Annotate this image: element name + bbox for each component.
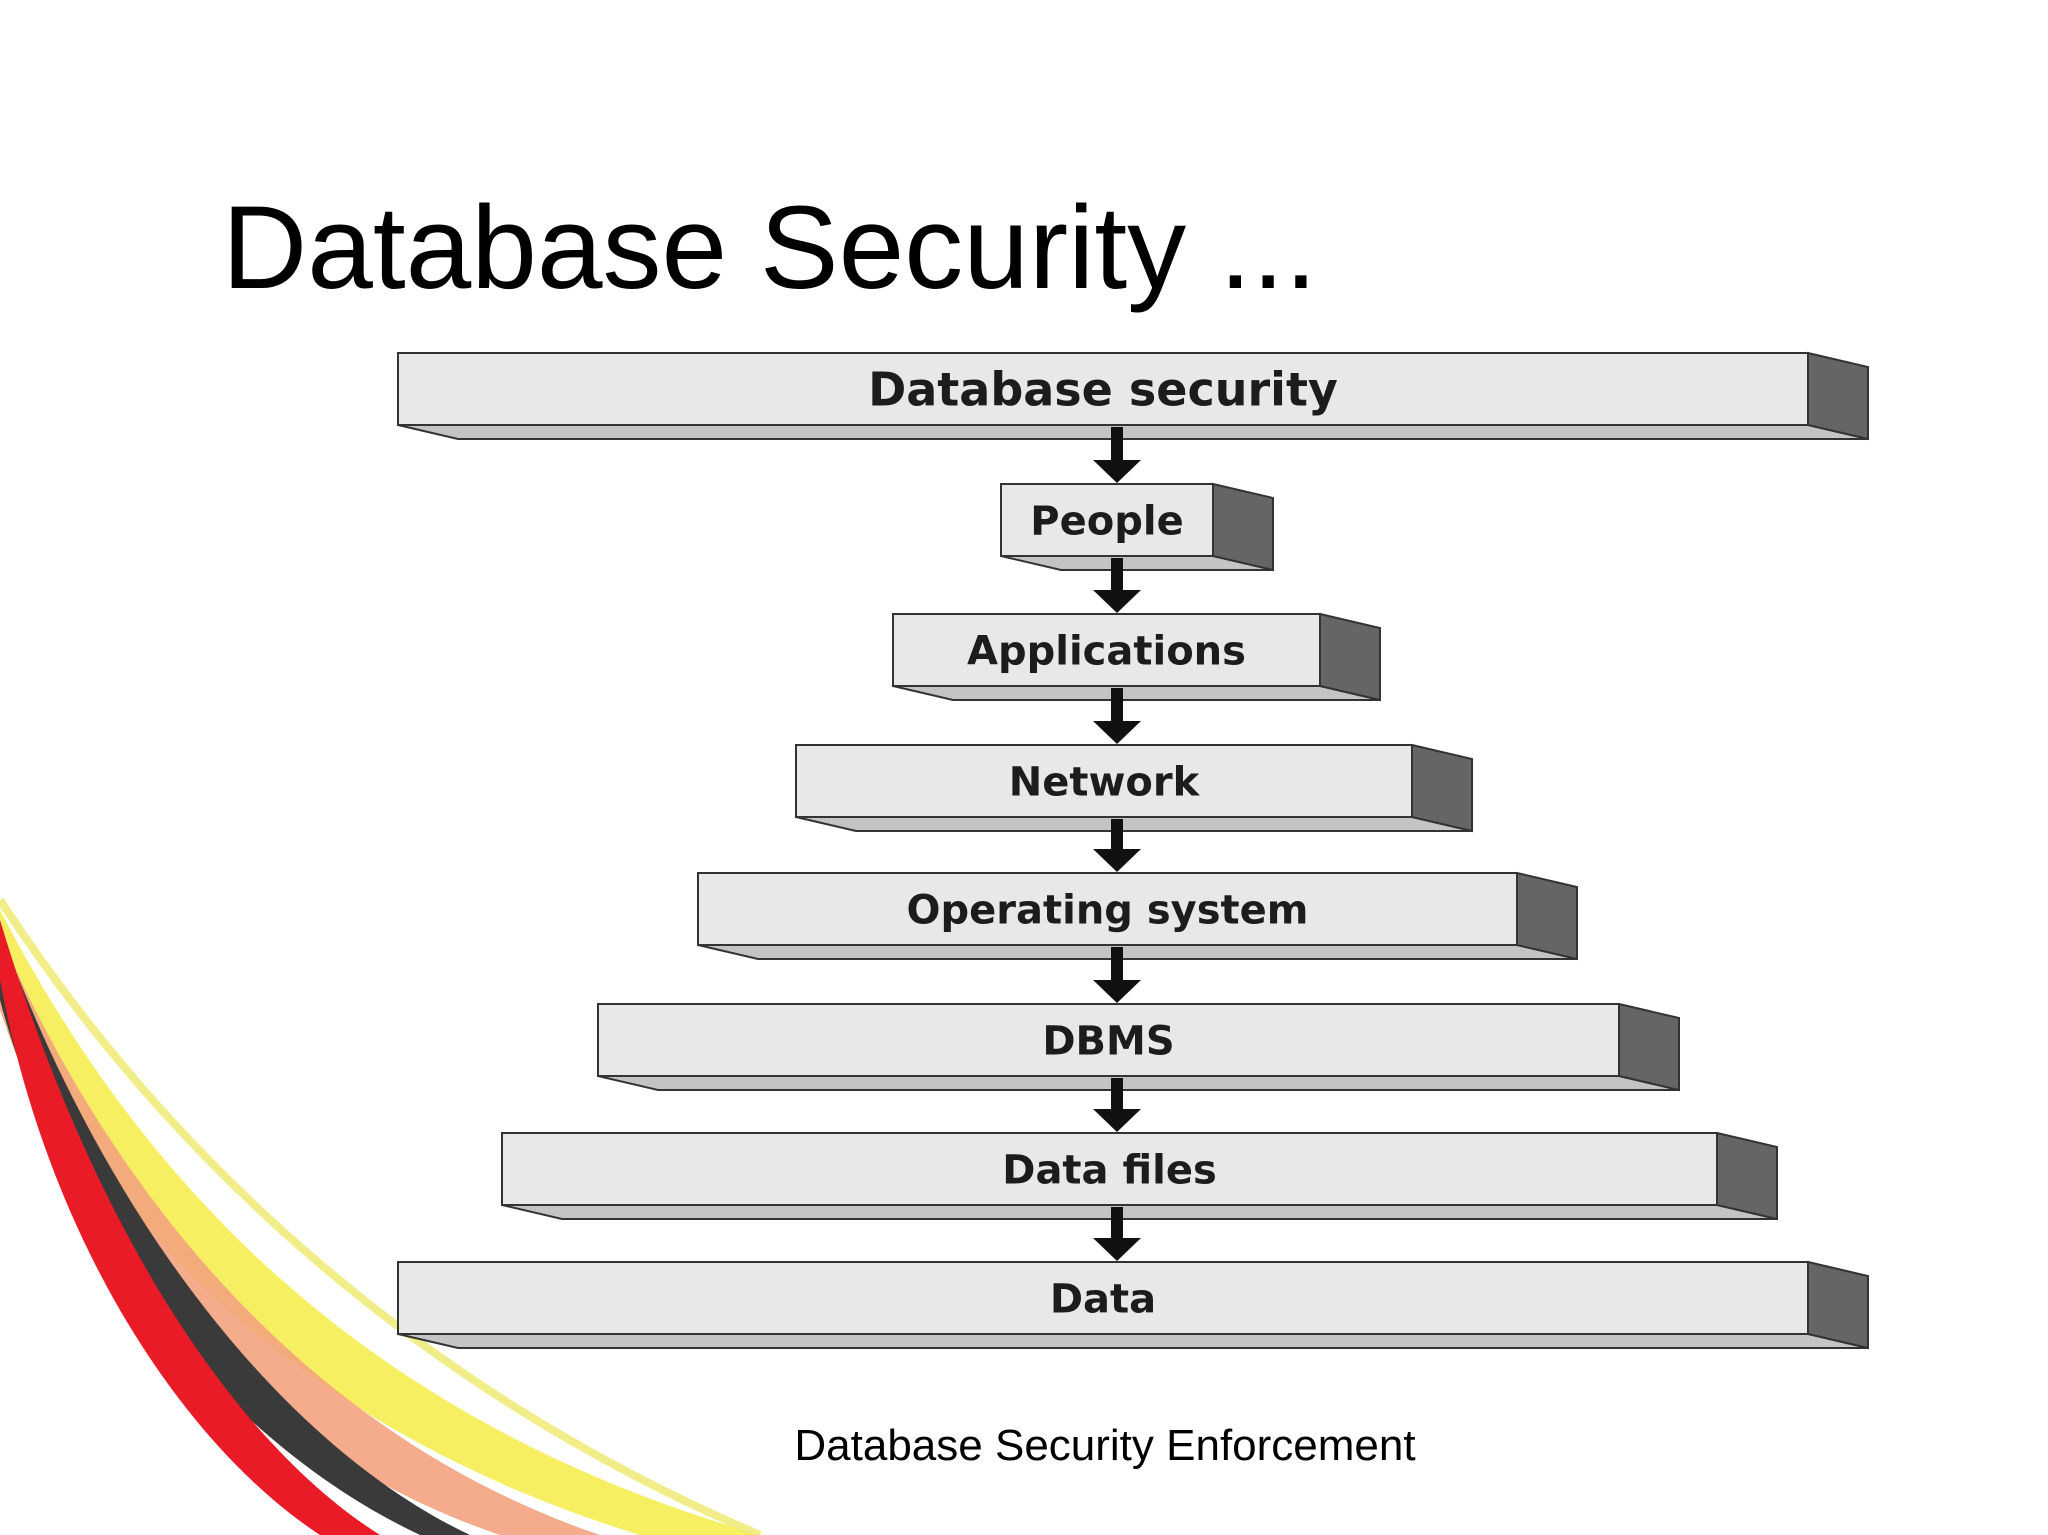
layer-block-network: Network [795,743,1473,833]
layer-face [597,1003,1620,1077]
arrow-shaft [1111,1207,1123,1240]
down-arrow [1093,558,1141,613]
layer-block-data-files: Data files [501,1131,1778,1221]
arrow-shaft [1111,427,1123,462]
arrow-shaft [1111,947,1123,982]
layer-face [697,872,1518,946]
layer-side-bevel [1807,1260,1869,1350]
diagram-caption: Database Security Enforcement [794,1421,1416,1470]
layer-bottom-bevel [697,944,1578,960]
layer-block-applications: Applications [892,612,1381,702]
arrow-head [1093,460,1141,483]
layer-side-bevel [1411,743,1473,833]
layer-bottom-bevel [397,1333,1869,1349]
layer-side-bevel [1807,351,1869,441]
arrow-head [1093,1238,1141,1261]
arrow-shaft [1111,819,1123,851]
layer-bottom-bevel [501,1204,1778,1220]
arrow-head [1093,1109,1141,1132]
layer-side-bevel [1212,482,1274,572]
layer-block-dbms: DBMS [597,1002,1680,1092]
layer-label: People [1030,498,1183,544]
layer-block-people: People [1000,482,1274,572]
layer-label: Network [1009,759,1201,805]
arrow-head [1093,721,1141,744]
layer-bottom-bevel [795,816,1473,832]
layer-bottom-bevel [397,424,1869,440]
layer-label: Operating system [907,887,1309,933]
down-arrow [1093,1078,1141,1132]
arrow-head [1093,849,1141,872]
arrow-shaft [1111,1078,1123,1111]
arrow-shaft [1111,688,1123,723]
layer-face [892,613,1321,687]
layer-face [1000,483,1214,557]
layer-side-bevel [1319,612,1381,702]
layer-label: Data [1050,1276,1156,1322]
layer-face [795,744,1413,818]
down-arrow [1093,1207,1141,1261]
layer-face [501,1132,1718,1206]
slide-title: Database Security ... [222,182,1318,314]
layer-block-operating-system: Operating system [697,871,1578,961]
layer-side-bevel [1716,1131,1778,1221]
layer-label: DBMS [1042,1018,1174,1064]
arrow-head [1093,980,1141,1003]
down-arrow [1093,947,1141,1003]
arrow-shaft [1111,558,1123,592]
layer-block-data: Data [397,1260,1869,1350]
down-arrow [1093,688,1141,744]
layer-block-database-security: Database security [397,351,1869,441]
layer-label: Data files [1002,1147,1217,1193]
layer-bottom-bevel [892,685,1381,701]
layer-face [397,352,1809,426]
layer-face [397,1261,1809,1335]
swoosh-red-band [0,920,380,1535]
layer-side-bevel [1516,871,1578,961]
layer-bottom-bevel [597,1075,1680,1091]
layer-label: Applications [967,628,1246,674]
swoosh-light-yellow-line [0,897,762,1535]
layer-label: Database security [868,363,1338,417]
down-arrow [1093,819,1141,872]
layer-side-bevel [1618,1002,1680,1092]
arrow-head [1093,590,1141,613]
down-arrow [1093,427,1141,483]
